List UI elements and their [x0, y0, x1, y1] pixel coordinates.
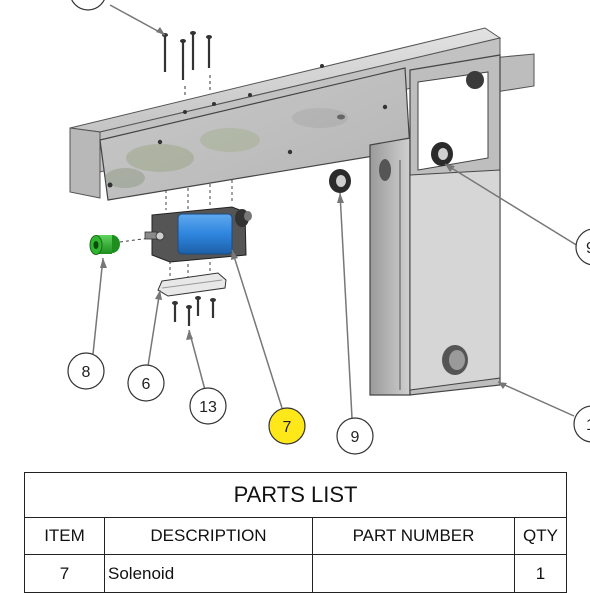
callout-bubble-7-highlighted: 7 — [268, 407, 306, 445]
parts-list-title: PARTS LIST — [23, 472, 568, 518]
top-screws — [163, 34, 211, 98]
callout-label-partial: 1 — [586, 417, 590, 434]
row-part-number — [312, 554, 515, 593]
roller — [89, 235, 120, 255]
bearing-right — [431, 142, 453, 166]
exploded-assembly-diagram: 8 6 13 7 9 9 1 — [67, 0, 590, 455]
callout-bubble-9-right: 9 — [575, 228, 590, 266]
callout-label-6: 6 — [142, 376, 151, 393]
bottom-screws — [173, 299, 215, 326]
table-row: 7 Solenoid 1 — [24, 554, 568, 593]
header-item: ITEM — [24, 517, 105, 555]
row-qty: 1 — [513, 554, 568, 593]
parts-list-title-row: PARTS LIST — [23, 472, 568, 518]
callout-label-7: 7 — [283, 419, 292, 436]
header-qty: QTY — [513, 517, 568, 555]
callout-bubble-13: 13 — [189, 387, 227, 425]
callout-bubble-partial-right: 1 — [573, 405, 590, 443]
header-part-number: PART NUMBER — [312, 517, 515, 555]
parts-list-table: PARTS LIST ITEM DESCRIPTION PART NUMBER … — [23, 472, 568, 593]
callout-label-8: 8 — [82, 364, 91, 381]
callout-label-13: 13 — [199, 399, 217, 416]
solenoid — [144, 206, 252, 263]
callout-bubble-6: 6 — [127, 364, 165, 402]
row-description: Solenoid — [104, 554, 313, 593]
mounting-bracket — [157, 272, 227, 297]
row-item: 7 — [24, 554, 105, 593]
bearing-left — [329, 169, 351, 193]
callout-label-9-right: 9 — [586, 240, 590, 257]
callout-bubble-8: 8 — [67, 352, 105, 390]
header-description: DESCRIPTION — [104, 517, 313, 555]
callout-bubble-partial-top — [71, 0, 105, 11]
frame — [69, 27, 535, 396]
parts-list-header-row: ITEM DESCRIPTION PART NUMBER QTY — [24, 517, 568, 555]
bearing-window — [466, 71, 484, 89]
callout-bubble-9-lower: 9 — [336, 417, 374, 455]
callout-label-9-lower: 9 — [351, 429, 360, 446]
